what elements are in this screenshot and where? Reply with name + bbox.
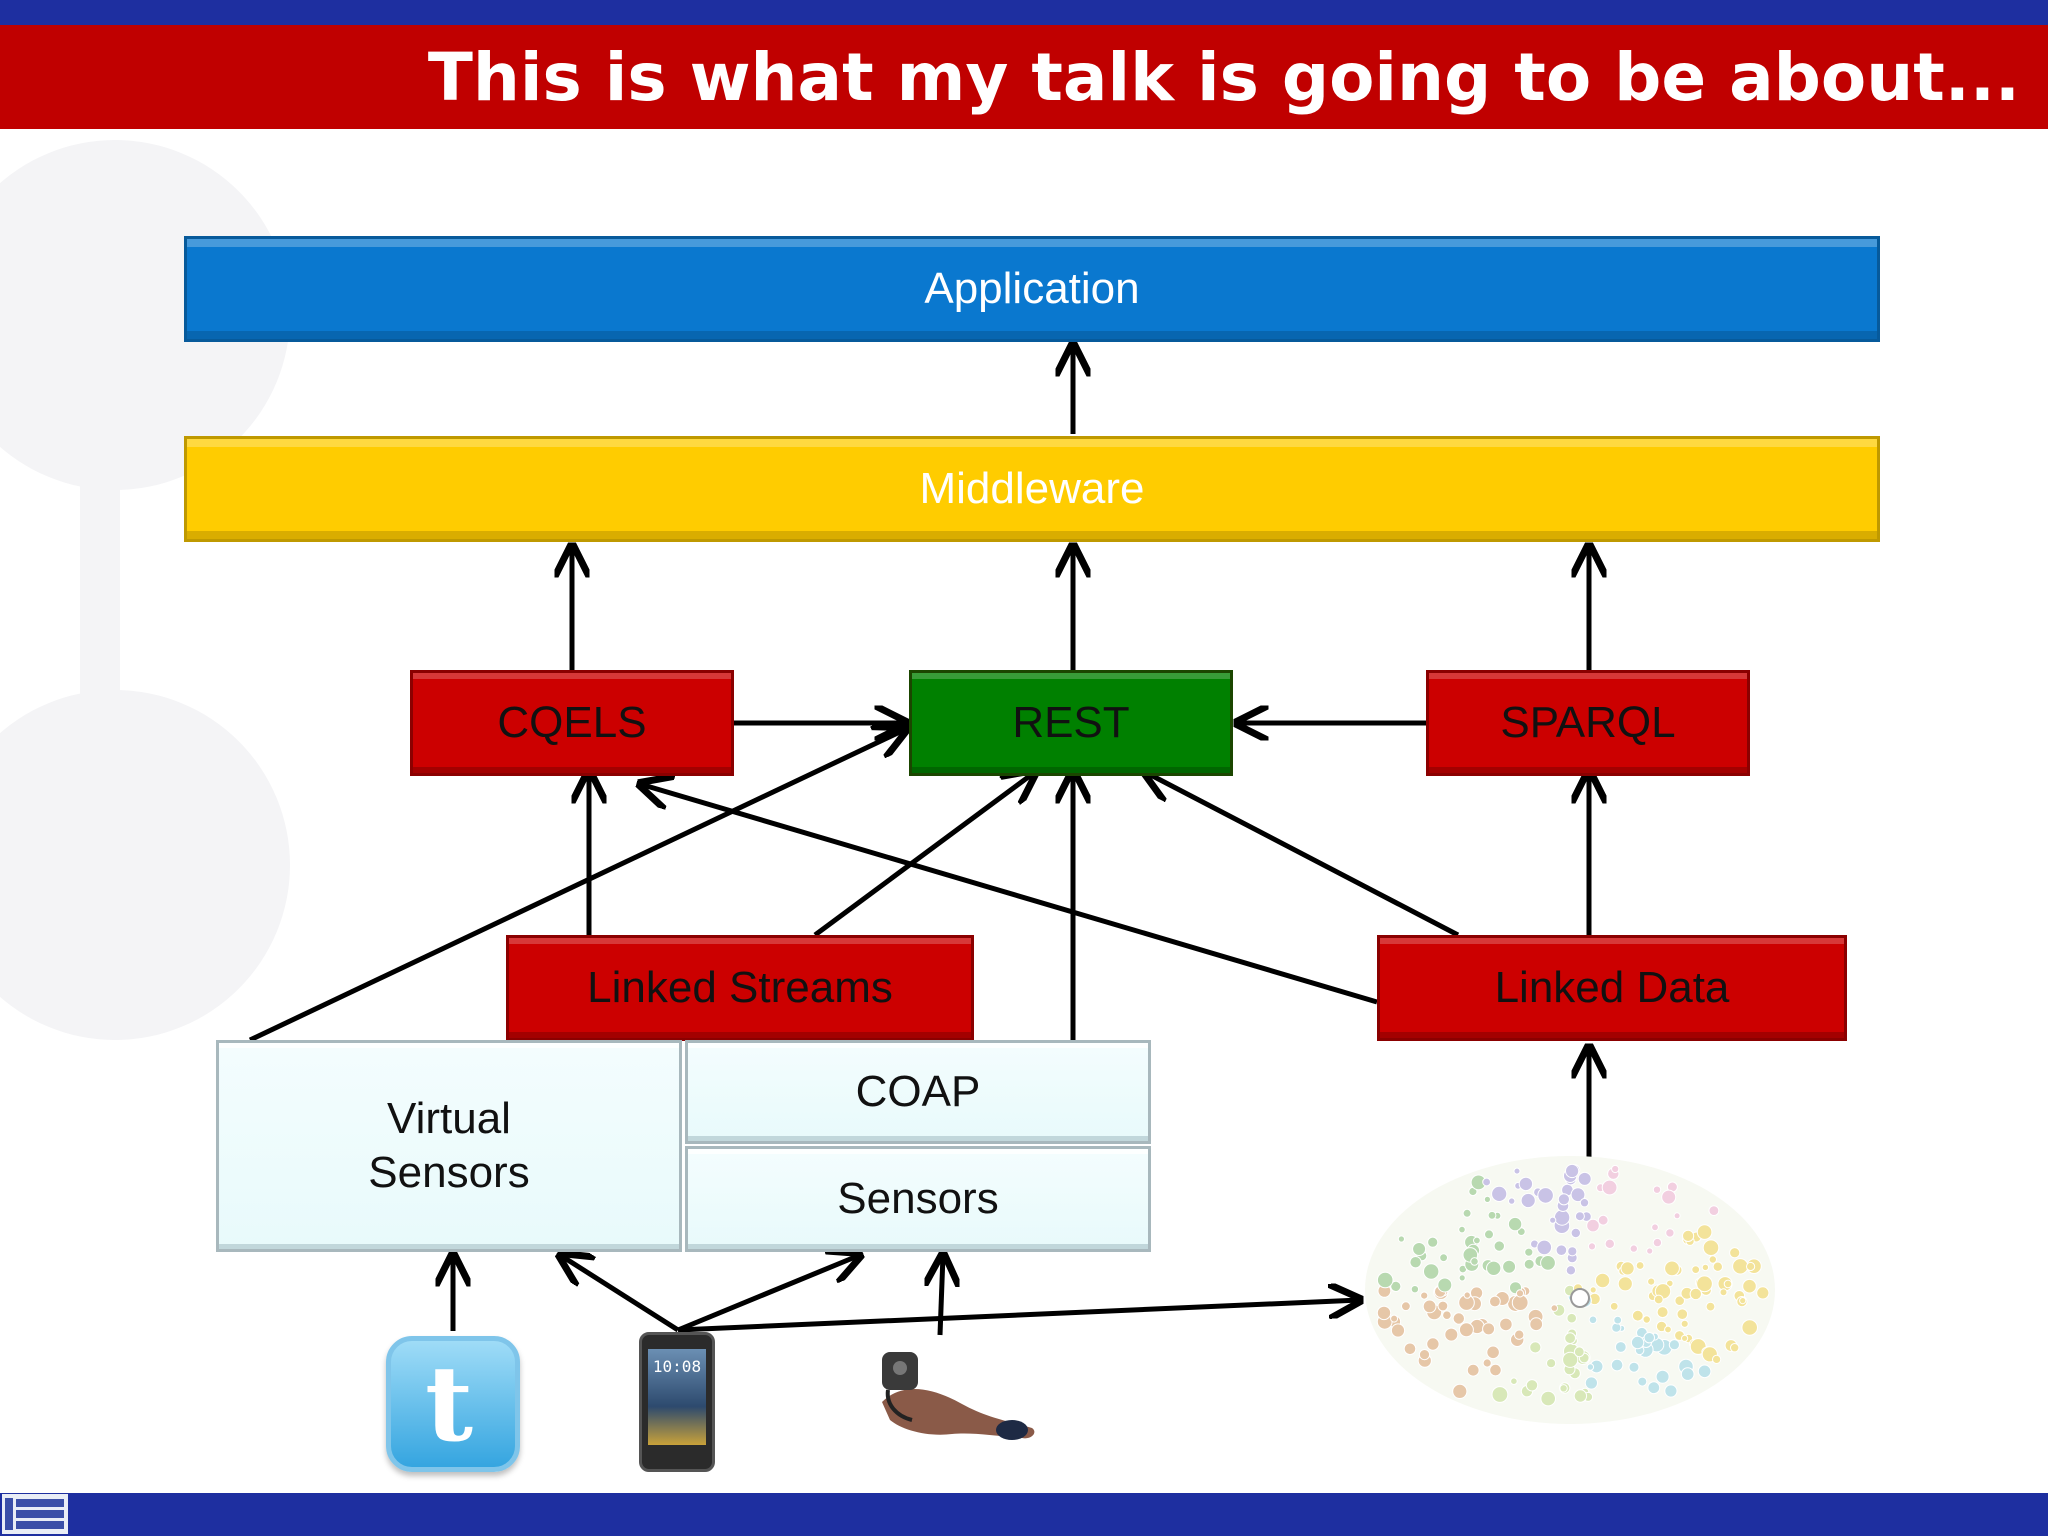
pulse-oximeter-icon (882, 1352, 1035, 1440)
virtual-sensors-box: Virtual Sensors (216, 1040, 682, 1252)
linked-data-label: Linked Data (1494, 963, 1730, 1012)
arrow-phone-to-sensors (677, 1255, 860, 1333)
sensors-label: Sensors (837, 1174, 999, 1223)
arrow-phone-to-linked-data-cloud (677, 1300, 1360, 1333)
cqels-node: CQELS (410, 670, 734, 776)
arrow-oximeter-to-sensors (940, 1255, 943, 1336)
background-watermark-lower (0, 690, 290, 1040)
slide-title: This is what my talk is going to be abou… (427, 39, 2020, 116)
coap-box: COAP (685, 1040, 1151, 1144)
middleware-layer: Middleware (184, 436, 1880, 542)
rest-label: REST (1012, 698, 1130, 747)
linked-open-data-cloud-icon (1365, 1156, 1775, 1424)
top-frame-strip (0, 0, 2048, 25)
application-layer: Application (184, 236, 1880, 342)
arrow-linked-data-to-cqels (640, 784, 1378, 1005)
sparql-node: SPARQL (1426, 670, 1750, 776)
linked-streams-label: Linked Streams (587, 963, 893, 1012)
coap-label: COAP (855, 1067, 981, 1116)
title-bar (0, 25, 2048, 129)
smartphone-icon: 10:08 (639, 1332, 715, 1472)
virtual-sensors-label-line2: Sensors (368, 1148, 530, 1197)
sensors-box: Sensors (685, 1146, 1151, 1252)
rest-node: REST (909, 670, 1233, 776)
arrow-linked-streams-to-rest (813, 772, 1035, 938)
linked-streams-node: Linked Streams (506, 935, 974, 1041)
arrow-linked-data-to-rest (1145, 772, 1460, 938)
institute-logo (2, 1494, 68, 1534)
arrow-phone-to-virtual-sensors (560, 1255, 680, 1333)
virtual-sensors-label-line1: Virtual (387, 1094, 511, 1143)
bottom-frame-strip (0, 1493, 2048, 1536)
linked-data-node: Linked Data (1377, 935, 1847, 1041)
application-label: Application (924, 264, 1140, 313)
arrow-virtual-sensors-to-rest (248, 729, 906, 1043)
sparql-label: SPARQL (1500, 698, 1676, 747)
phone-clock: 10:08 (652, 1357, 702, 1376)
middleware-label: Middleware (919, 464, 1145, 513)
cqels-label: CQELS (497, 698, 647, 747)
twitter-logo-icon: t (386, 1336, 520, 1472)
